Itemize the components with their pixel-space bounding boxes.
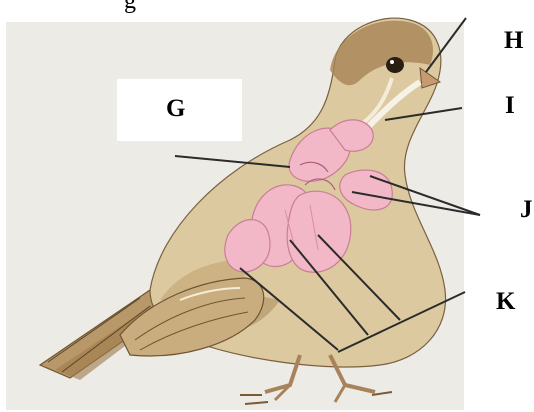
eye-icon [386, 57, 404, 73]
label-k: K [496, 289, 515, 314]
label-h: H [504, 28, 523, 53]
label-g: G [166, 96, 185, 121]
label-i: I [505, 93, 515, 118]
label-j: J [520, 197, 533, 222]
